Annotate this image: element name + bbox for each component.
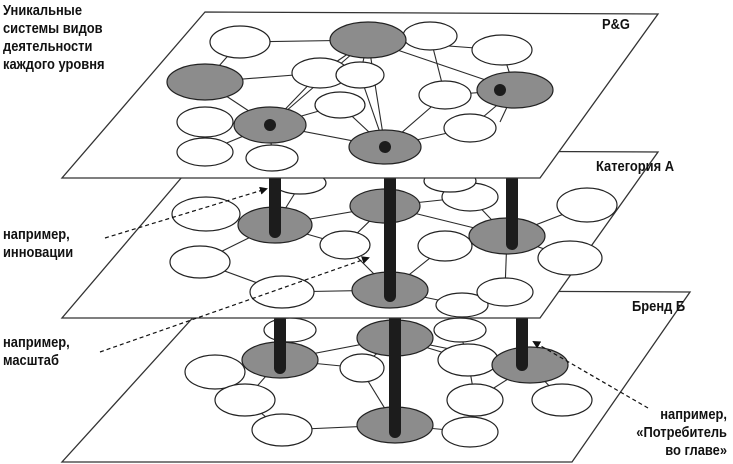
annotation-arrows — [99, 186, 649, 409]
node — [402, 21, 458, 51]
node — [176, 106, 234, 138]
node — [169, 245, 231, 279]
node — [417, 230, 473, 262]
node — [437, 343, 499, 377]
node — [441, 416, 499, 448]
node — [537, 240, 603, 276]
plane-bottom-label: Бренд Б — [632, 298, 686, 315]
node — [418, 80, 472, 110]
pillar-dot — [264, 119, 276, 131]
annotation-consumer: например, «Потребитель во главе» — [636, 406, 727, 459]
node — [435, 292, 489, 318]
annotation-scale: например, масштаб — [3, 334, 70, 369]
node — [443, 113, 497, 143]
node — [319, 230, 371, 260]
systems-caption: Уникальные системы видов деятельности ка… — [3, 2, 105, 73]
node — [314, 91, 366, 119]
node — [263, 317, 317, 343]
node — [171, 196, 241, 232]
node — [446, 383, 504, 417]
arrow-scale — [99, 256, 370, 353]
node — [433, 317, 487, 343]
pillar-tops — [264, 84, 506, 153]
arrow-innovation — [104, 186, 268, 239]
highlight-node — [329, 21, 407, 59]
node — [339, 353, 385, 383]
node — [471, 34, 533, 66]
arrow-consumer — [532, 340, 649, 409]
pillars-lower — [274, 312, 528, 438]
plane-top-label: P&G — [602, 16, 630, 33]
highlight-node — [491, 346, 569, 384]
highlight-node — [476, 71, 554, 109]
node — [184, 354, 246, 390]
node — [176, 137, 234, 167]
node — [251, 413, 313, 447]
plane-top-nodes — [166, 21, 554, 172]
plane-top — [60, 11, 660, 179]
node — [556, 187, 618, 223]
pillar-dot — [379, 141, 391, 153]
node — [335, 61, 385, 89]
node — [214, 383, 276, 417]
node — [249, 275, 315, 309]
node — [245, 144, 299, 172]
node — [531, 383, 593, 417]
pillar-dot — [494, 84, 506, 96]
plane-middle-label: Категория А — [596, 158, 675, 175]
node — [209, 25, 271, 59]
annotation-innovation: например, инновации — [3, 226, 74, 261]
pillars-upper — [269, 170, 518, 302]
node — [476, 277, 534, 307]
highlight-node — [166, 63, 244, 101]
